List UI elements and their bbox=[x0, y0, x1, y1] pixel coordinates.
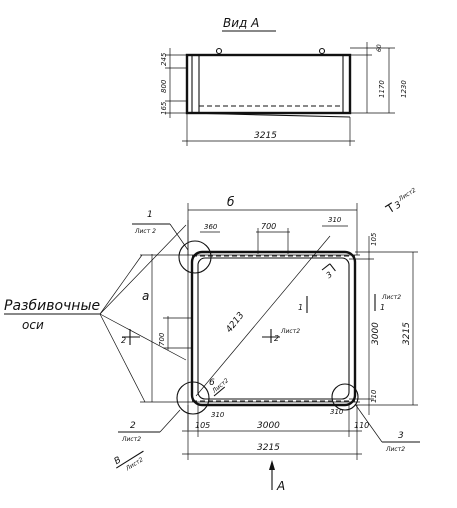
view-a-dim-800: 800 bbox=[160, 79, 168, 93]
stakeout-leader-1 bbox=[99, 224, 187, 315]
view-a-dim-165: 165 bbox=[160, 101, 168, 115]
callout-2-leader bbox=[159, 409, 181, 433]
plan-inner-wall bbox=[197, 257, 350, 400]
view-a-dim-3215: 3215 bbox=[254, 131, 277, 141]
plan-dim-105-tr: 105 bbox=[370, 232, 378, 246]
plan-dim-diag: 4213 bbox=[224, 310, 246, 334]
plan-view: б 360 700 310 1 Лист 2 bbox=[4, 187, 420, 493]
plan-dim-310-top: 310 bbox=[328, 216, 342, 224]
plan-dim-700-top: 700 bbox=[261, 222, 276, 231]
plan-dim-3000-v: 3000 bbox=[371, 322, 381, 345]
callout-1-sheet: Лист 2 bbox=[134, 228, 156, 235]
view-a-dim-60: 60 bbox=[376, 44, 383, 52]
section-3-inner-bar bbox=[321, 263, 331, 271]
plan-dim-310-bl: 310 bbox=[211, 411, 225, 419]
callout-b: В Лист2 bbox=[113, 450, 145, 473]
arrow-a-head bbox=[269, 460, 275, 470]
section-2-center-num: 2 bbox=[274, 334, 279, 343]
plan-dim-310-br: 310 bbox=[330, 408, 344, 416]
view-a-bottom-edge bbox=[186, 112, 351, 118]
view-a-loop-left bbox=[215, 47, 223, 55]
callout-6-num: 6 bbox=[209, 378, 215, 388]
callout-2-num: 2 bbox=[130, 421, 136, 431]
plan-outer-wall bbox=[190, 250, 357, 407]
callout-b-num: В bbox=[113, 455, 124, 467]
stakeout-label-2: оси bbox=[22, 318, 44, 332]
callout-1-num: 1 bbox=[147, 210, 153, 220]
plan-dim-3000-h: 3000 bbox=[257, 421, 280, 431]
section-3-inner: 3 bbox=[321, 263, 336, 280]
stakeout-leader-3 bbox=[99, 313, 146, 403]
plan-dim-360: 360 bbox=[204, 223, 218, 231]
callout-b-sheet: Лист2 bbox=[124, 456, 145, 473]
plan-dim-3215-h: 3215 bbox=[257, 443, 280, 453]
callout-3-top: 3 Лист2 bbox=[384, 187, 418, 212]
section-1-right-num: 1 bbox=[380, 303, 385, 312]
plan-diagonal bbox=[195, 235, 331, 397]
section-3-inner-stem bbox=[329, 263, 336, 272]
view-a-loop-right bbox=[318, 47, 326, 55]
view-a-dim-1230: 1230 bbox=[400, 80, 408, 98]
view-a-title: Вид А bbox=[223, 16, 259, 30]
arrow-a-label: А bbox=[276, 479, 285, 493]
detail-circle-top-left bbox=[178, 240, 212, 274]
detail-circle-bottom-right bbox=[331, 383, 359, 411]
plan-label-a: а bbox=[142, 289, 149, 303]
callout-3-top-stem bbox=[387, 204, 394, 212]
plan-label-b: б bbox=[227, 195, 235, 209]
callout-3-top-tick bbox=[384, 202, 393, 208]
section-2-center-sheet: Лист2 bbox=[280, 328, 300, 335]
callout-3-top-num: 3 bbox=[393, 200, 403, 212]
detail-circle-bottom-left bbox=[176, 381, 210, 415]
stakeout-label: Разбивочные bbox=[4, 298, 100, 314]
callout-2-sheet: Лист2 bbox=[121, 436, 141, 443]
callout-3-br-leader bbox=[354, 403, 383, 443]
stakeout-leader-4 bbox=[99, 313, 187, 361]
callout-3-br-sheet: Лист2 bbox=[385, 446, 405, 453]
section-3-inner-num: 3 bbox=[324, 270, 334, 280]
plan-dim-110-br: 110 bbox=[370, 389, 378, 403]
view-a-dim-245: 245 bbox=[160, 52, 168, 66]
callout-3-br-num: 3 bbox=[398, 431, 404, 441]
section-1-inner-num: 1 bbox=[298, 303, 303, 312]
view-a-body bbox=[185, 53, 352, 115]
plan-dim-105-bl: 105 bbox=[195, 421, 210, 430]
view-a-dim-1170: 1170 bbox=[378, 80, 386, 98]
view-a: Вид А 245 800 165 60 1170 1230 32 bbox=[160, 16, 408, 146]
plan-dim-3215-v: 3215 bbox=[402, 322, 412, 345]
plan-dim-700-left: 700 bbox=[158, 332, 166, 346]
callout-b-line bbox=[116, 450, 144, 469]
section-2-left-num: 2 bbox=[121, 336, 126, 345]
callout-6-line bbox=[213, 386, 226, 397]
stakeout-leader-2 bbox=[99, 254, 143, 315]
plan-dim-110-b: 110 bbox=[354, 421, 369, 430]
callout-3-top-sheet: Лист2 bbox=[397, 187, 418, 204]
callout-1-leader bbox=[169, 223, 189, 251]
section-1-right-sheet: Лист2 bbox=[381, 294, 401, 301]
